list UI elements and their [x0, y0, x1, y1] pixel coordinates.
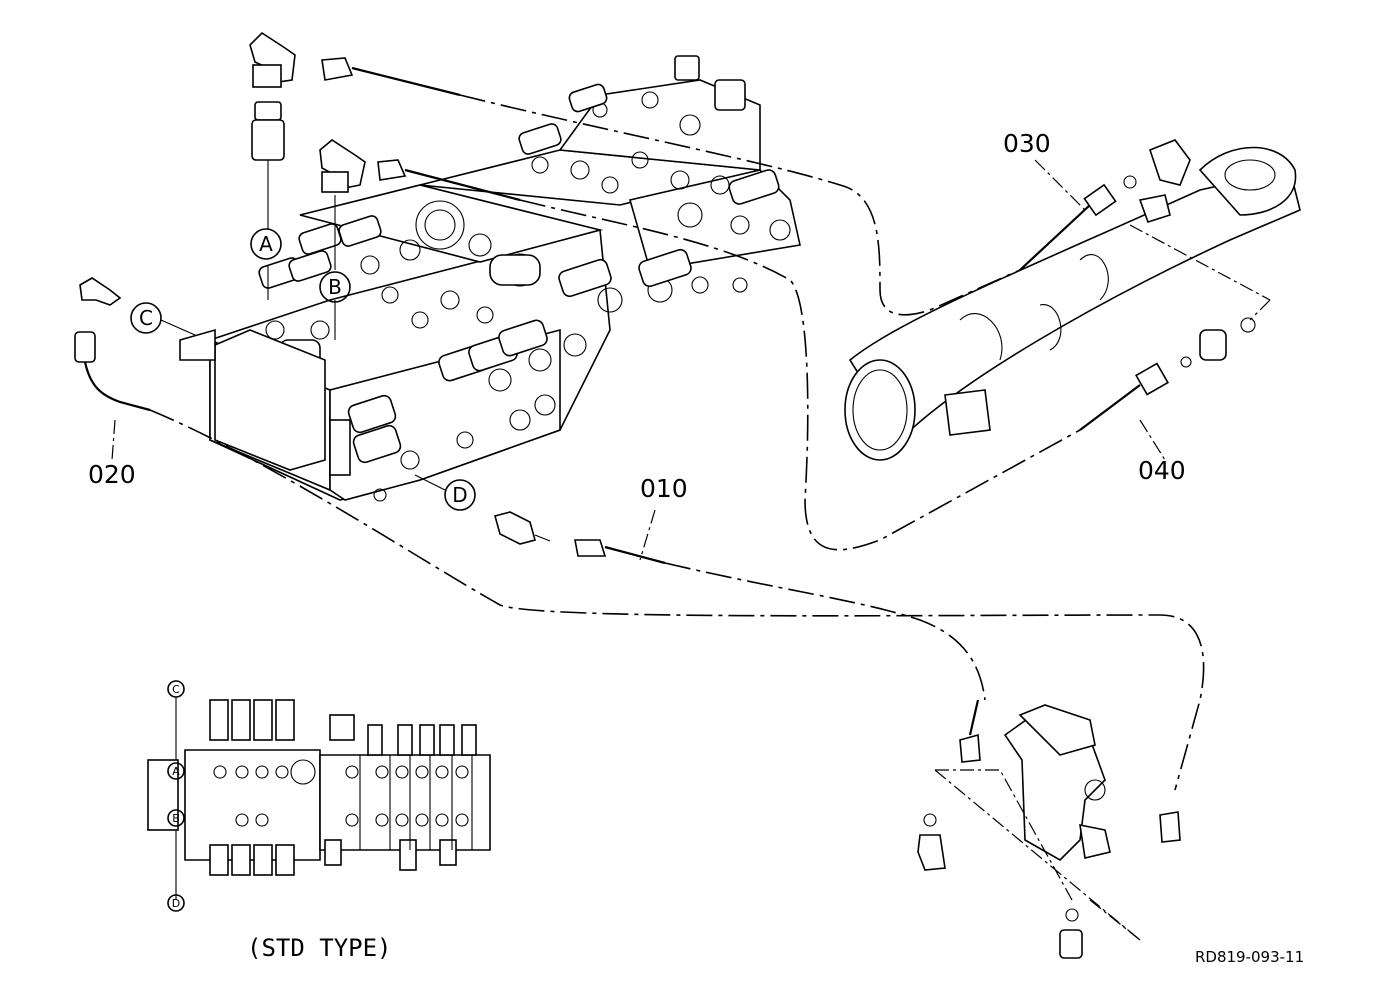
label-030: 030 — [1003, 129, 1051, 158]
elbow-fitting-a — [249, 31, 296, 300]
label-040: 040 — [1138, 456, 1186, 485]
hydraulic-cylinder — [844, 139, 1301, 461]
std-type-inset: C A B D (STD TYPE) — [147, 680, 491, 962]
hose-010 — [494, 509, 986, 871]
pedal-valve — [934, 704, 1141, 959]
marker-d-label: D — [452, 483, 467, 507]
marker-b-label: B — [328, 275, 342, 299]
hose-030 — [321, 57, 1137, 316]
inset-caption: (STD TYPE) — [247, 934, 392, 962]
inset-marker-b: B — [172, 812, 180, 825]
reference-code: RD819-093-11 — [1195, 948, 1304, 966]
label-020: 020 — [88, 460, 136, 489]
marker-a: A — [250, 228, 282, 260]
inset-marker-a: A — [172, 765, 180, 778]
control-valve-assembly — [179, 55, 801, 502]
marker-a-label: A — [259, 232, 273, 256]
marker-c: C — [130, 302, 196, 336]
inset-marker-d: D — [172, 897, 180, 910]
marker-d: D — [414, 474, 476, 511]
elbow-fitting-b — [319, 139, 366, 340]
marker-c-label: C — [139, 306, 153, 330]
label-010: 010 — [640, 474, 688, 503]
marker-b: B — [319, 271, 351, 303]
hose-020 — [74, 277, 1205, 843]
inset-marker-c: C — [172, 683, 180, 696]
hose-040 — [377, 159, 1256, 551]
